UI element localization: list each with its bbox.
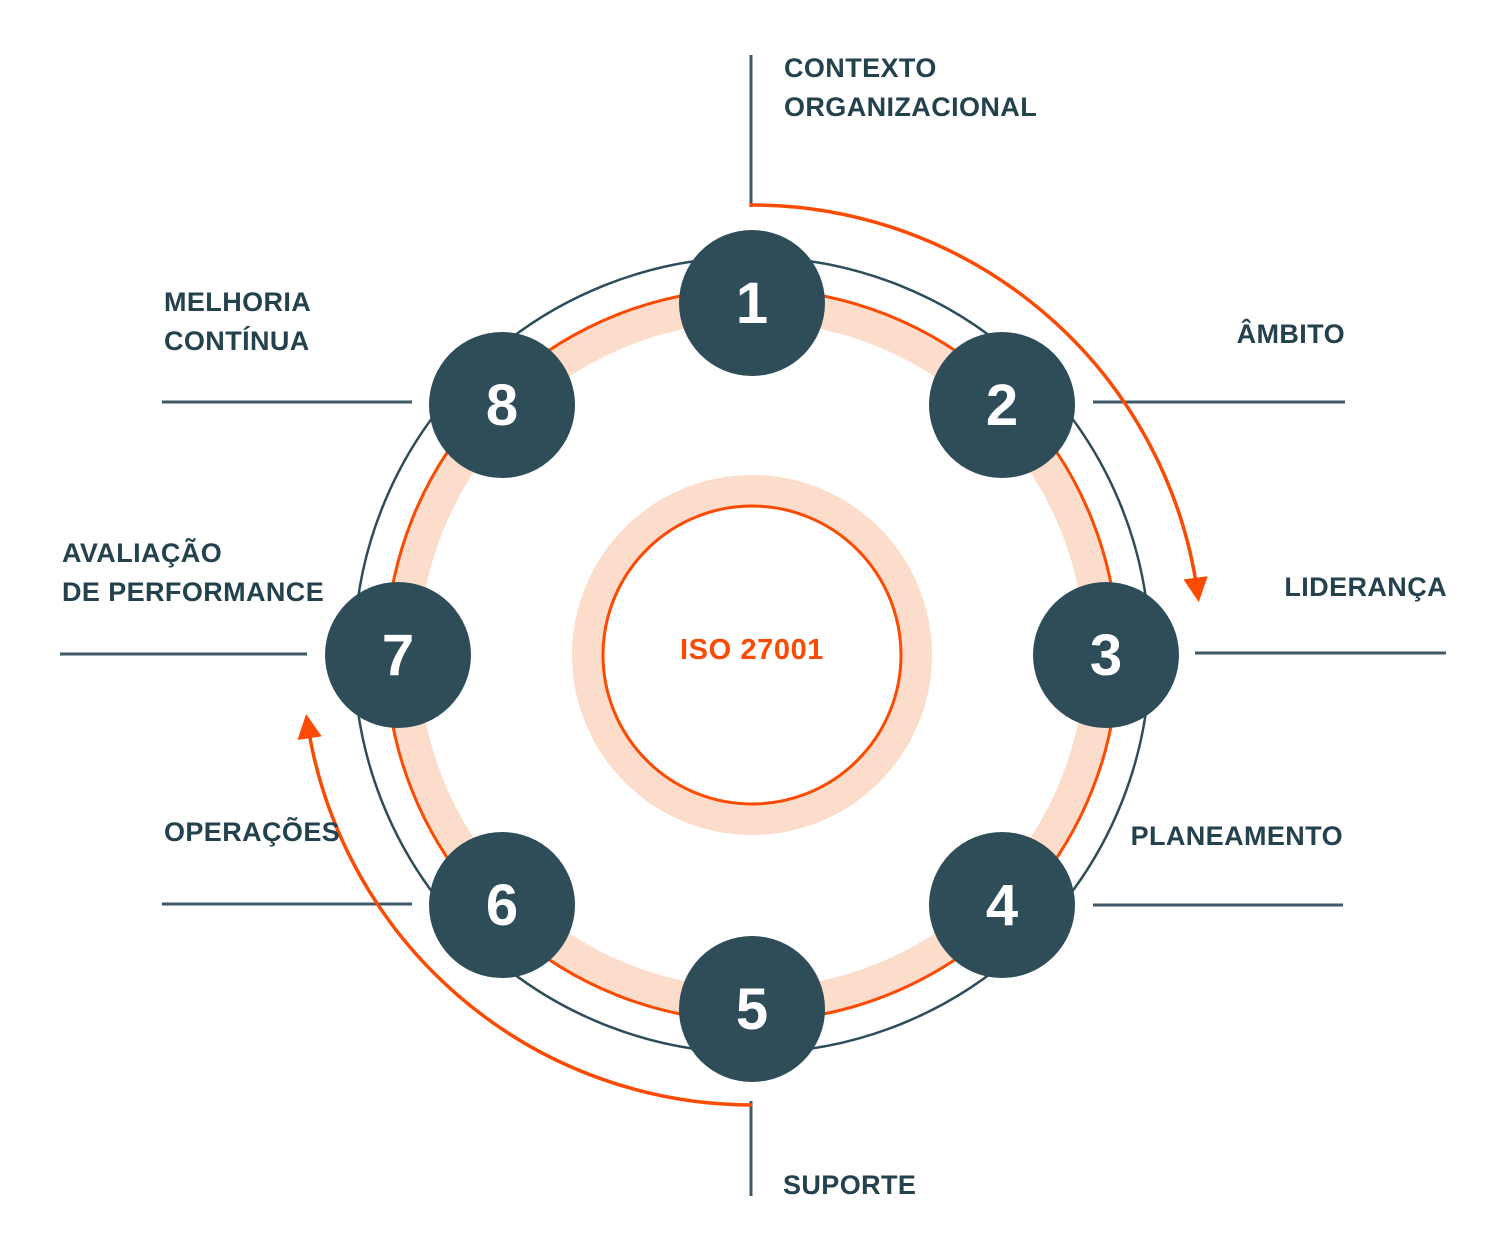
step-label-suporte: SUPORTE — [783, 1170, 917, 1200]
node-number: 1 — [735, 270, 769, 336]
node-step-3: 3 — [1033, 582, 1179, 728]
step-label-lideranca: LIDERANÇA — [1284, 572, 1447, 602]
node-step-2: 2 — [929, 332, 1075, 478]
step-label-melhoria-continua: MELHORIA CONTÍNUA — [164, 287, 312, 356]
node-step-5: 5 — [679, 936, 825, 1082]
node-number: 2 — [985, 372, 1019, 438]
node-step-4: 4 — [929, 832, 1075, 978]
flow-arrow-bottom-left — [297, 713, 753, 1107]
node-number: 7 — [381, 622, 415, 688]
step-label-avaliacao-de-performance: AVALIAÇÃO DE PERFORMANCE — [62, 538, 325, 607]
node-step-1: 1 — [679, 230, 825, 376]
flow-arrow-top-right — [749, 203, 1208, 603]
center-orange-circle — [601, 504, 903, 806]
step-label-planeamento: PLANEAMENTO — [1130, 821, 1343, 851]
node-number: 6 — [485, 872, 519, 938]
node-number: 8 — [485, 372, 519, 438]
node-step-6: 6 — [429, 832, 575, 978]
center-title: ISO 27001 — [679, 634, 825, 666]
node-step-8: 8 — [429, 332, 575, 478]
step-label-operacoes: OPERAÇÕES — [164, 817, 341, 847]
center-peach-ring — [572, 475, 932, 835]
node-number: 4 — [985, 872, 1019, 938]
step-label-contexto-organizacional: CONTEXTO ORGANIZACIONAL — [784, 53, 1038, 122]
node-number: 5 — [735, 976, 769, 1042]
node-step-7: 7 — [325, 582, 471, 728]
node-number: 3 — [1089, 622, 1123, 688]
step-label-ambito: ÂMBITO — [1236, 319, 1345, 349]
